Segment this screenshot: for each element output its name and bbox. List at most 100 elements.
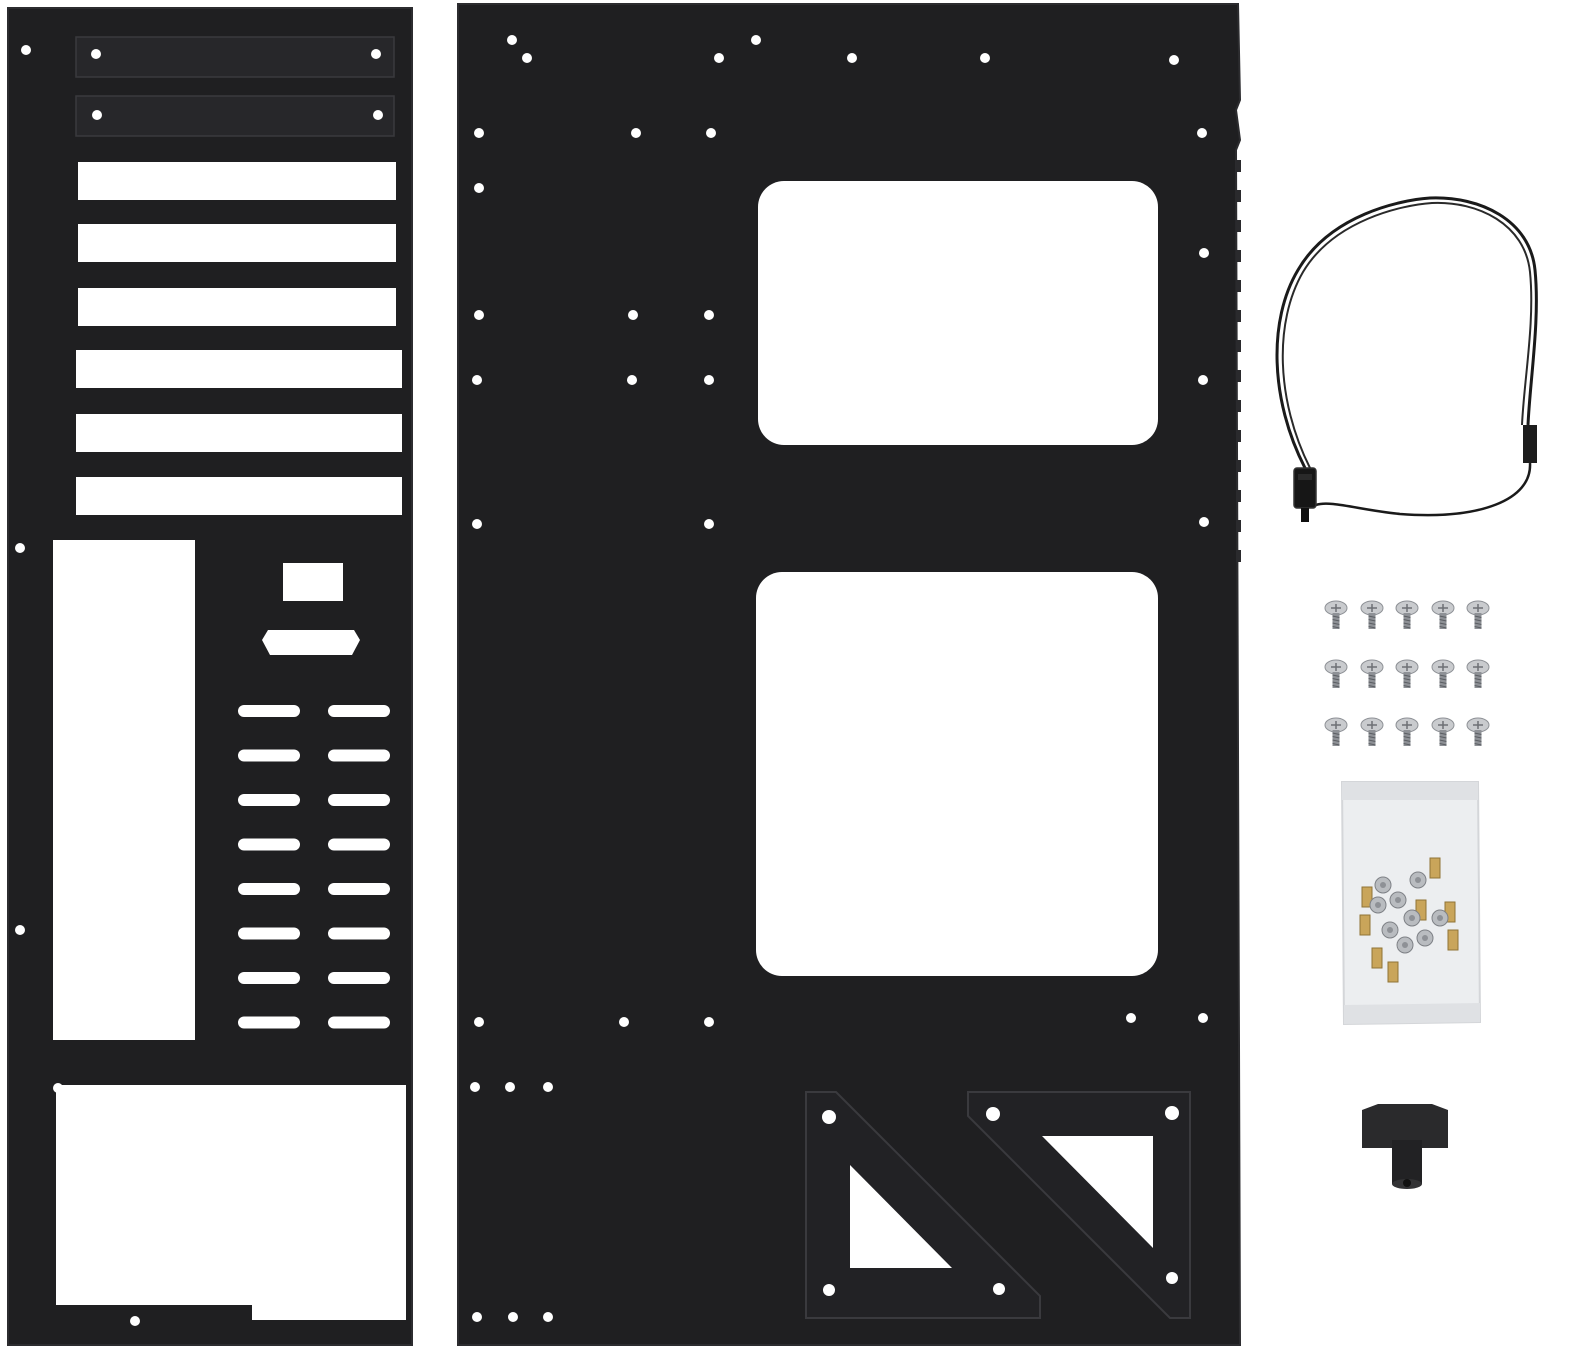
mounting-hole <box>704 519 714 529</box>
screw-hole <box>986 1107 1000 1121</box>
mounting-hole <box>627 375 637 385</box>
vent-slot <box>238 972 300 984</box>
screw-shaft <box>1332 613 1340 629</box>
vent-slot <box>328 883 390 895</box>
vent-slot <box>238 883 300 895</box>
bag-seal <box>1344 1003 1480 1024</box>
screw-thread <box>1368 736 1376 739</box>
screw-thread <box>1474 622 1482 625</box>
screw-icon <box>1360 717 1384 746</box>
screw-thread <box>1403 674 1411 677</box>
screw-thread <box>1332 678 1340 681</box>
screw-slot <box>1473 721 1483 729</box>
vent-slot <box>328 794 390 806</box>
edge-tab <box>1236 520 1241 532</box>
screw-thread <box>1439 732 1447 735</box>
vent-slot <box>238 749 300 762</box>
screw-shaft <box>1474 730 1482 746</box>
cable-wire <box>1315 462 1532 517</box>
screw-hole <box>1166 1272 1178 1284</box>
screw-shaft <box>1332 672 1340 688</box>
mounting-hole <box>543 1082 553 1092</box>
screw-icon <box>1466 717 1490 746</box>
mounting-hole <box>1198 1013 1208 1023</box>
screw-slot <box>1367 721 1377 729</box>
screw-thread <box>1368 743 1376 746</box>
vent-slot <box>238 927 300 940</box>
screw-thread <box>1332 736 1340 739</box>
mounting-hole <box>474 1017 484 1027</box>
screw-hole <box>373 110 383 120</box>
bagged-screw-center <box>1375 902 1381 908</box>
screw-thread <box>1332 739 1340 742</box>
slot-opening <box>78 162 396 200</box>
screw-thread <box>1439 685 1447 688</box>
mounting-hole <box>751 35 761 45</box>
screw-thread <box>1403 732 1411 735</box>
vent-slot <box>238 705 300 717</box>
screw-slot <box>1331 663 1341 671</box>
mounting-hole <box>628 310 638 320</box>
screw-thread <box>1403 619 1411 622</box>
screw-thread <box>1332 615 1340 618</box>
cable-wire <box>1281 201 1533 469</box>
expansion-slot-openings <box>76 162 402 515</box>
screw-thread <box>1368 615 1376 618</box>
edge-tab <box>1236 250 1241 262</box>
bagged-screw-center <box>1395 897 1401 903</box>
bracket-triangle-cutout <box>1042 1136 1153 1248</box>
screw-thread <box>1368 732 1376 735</box>
screw-hole <box>823 1284 835 1296</box>
vent-slot <box>238 1016 300 1029</box>
screw-thread <box>1474 678 1482 681</box>
screw-shaft <box>1332 730 1340 746</box>
screw-icon <box>1360 659 1384 688</box>
header-connector <box>1523 425 1537 463</box>
edge-tab <box>1236 160 1241 172</box>
screw-shaft <box>1368 672 1376 688</box>
screw-hole <box>92 110 102 120</box>
mounting-hole <box>472 1312 482 1322</box>
screw-slot <box>1402 663 1412 671</box>
screw-thread <box>1368 739 1376 742</box>
screw-thread <box>1474 681 1482 684</box>
vent-slot <box>328 705 390 717</box>
bagged-screw-center <box>1409 915 1415 921</box>
edge-tab <box>1236 310 1241 322</box>
screw-icon <box>1431 600 1455 629</box>
bottom-cutout <box>56 1085 406 1320</box>
screw-thread <box>1439 736 1447 739</box>
screw-thread <box>1332 674 1340 677</box>
mounting-hole <box>706 128 716 138</box>
standoff-bag <box>1340 781 1482 1026</box>
screw-thread <box>1332 626 1340 629</box>
mounting-hole <box>472 519 482 529</box>
screw-thread <box>1474 743 1482 746</box>
io-back-panel <box>7 7 413 1346</box>
screw-thread <box>1368 681 1376 684</box>
screw-thread <box>1403 736 1411 739</box>
brass-standoff <box>1447 929 1459 951</box>
mounting-hole <box>474 310 484 320</box>
screw-set <box>1324 600 1490 746</box>
screw-thread <box>1474 736 1482 739</box>
screw-hole <box>15 925 25 935</box>
screw-hole <box>91 49 101 59</box>
screw-thread <box>1332 681 1340 684</box>
screw-thread <box>1332 622 1340 625</box>
screw-slot <box>1367 604 1377 612</box>
screw-thread <box>1439 615 1447 618</box>
screw-thread <box>1439 678 1447 681</box>
mounting-hole <box>714 53 724 63</box>
mounting-hole <box>472 375 482 385</box>
edge-tab <box>1236 400 1241 412</box>
screw-slot <box>1473 604 1483 612</box>
screw-thread <box>1474 619 1482 622</box>
mounting-hole <box>470 1082 480 1092</box>
mounting-hole <box>704 375 714 385</box>
screw-slot <box>1402 721 1412 729</box>
brass-standoff <box>1359 914 1371 936</box>
screw-shaft <box>1368 613 1376 629</box>
screw-thread <box>1474 626 1482 629</box>
